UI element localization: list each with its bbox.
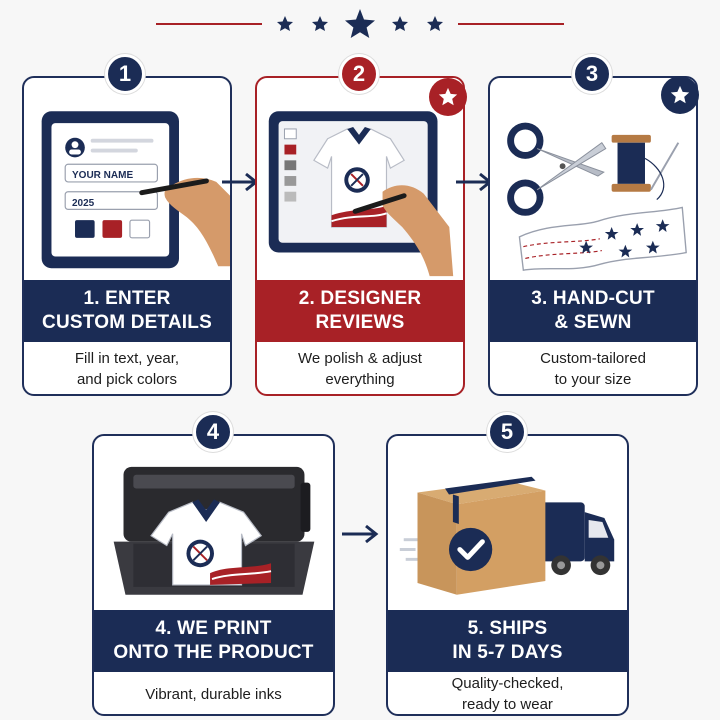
step-number-badge: 3 [572,54,612,94]
step-description-line: Fill in text, year, [74,350,180,367]
step-title: 2. DESIGNER REVIEWS [257,280,463,342]
star-icon [277,16,293,31]
box-truck-check-icon [399,476,615,595]
star-icon [661,76,699,114]
step-title-line: 1. ENTER [83,288,171,309]
step-description-line: and pick colors [76,371,178,388]
step-description: Quality-checked, ready to wear [388,672,627,714]
star-icon [392,16,408,31]
step-title: 5. SHIPS IN 5-7 DAYS [388,610,627,672]
star-icon [312,16,328,31]
step-card-4: 4. WE PRINT ONTO THE PRODUCT Vibrant, du… [92,434,335,716]
form-field-name: YOUR NAME [72,170,134,181]
scissors-thread-fabric-icon [507,122,687,272]
step-title-line: CUSTOM DETAILS [42,312,212,333]
step-title-line: REVIEWS [315,312,405,333]
star-icon [429,78,467,116]
step-number-badge: 2 [339,54,379,94]
step-description: Fill in text, year, and pick colors [24,342,230,394]
step-description-line: Quality-checked, [451,675,564,692]
tablet-form-icon [41,111,230,269]
step-description: Vibrant, durable inks [94,672,333,714]
step-card-5: 5. SHIPS IN 5-7 DAYS Quality-checked, re… [386,434,629,716]
step-title-line: 2. DESIGNER [298,288,422,309]
step-description-line: Custom-tailored [540,350,646,367]
printer-polo-icon [113,466,315,595]
step-description: Custom-tailored to your size [490,342,696,394]
star-icon [427,16,443,31]
form-field-year: 2025 [72,198,95,209]
step-card-1: YOUR NAME 2025 1. ENTER CUSTOM DETAILS F… [22,76,232,396]
step-number-badge: 5 [487,412,527,452]
step-card-2: 2. DESIGNER REVIEWS We polish & adjust e… [255,76,465,396]
step-title-line: 4. WE PRINT [155,618,272,639]
step-title: 1. ENTER CUSTOM DETAILS [24,280,230,342]
step-description: We polish & adjust everything [257,342,463,394]
step-description-line: to your size [554,371,632,388]
step-number-badge: 4 [193,412,233,452]
step-description-line: We polish & adjust [298,350,422,367]
step-title: 3. HAND-CUT & SEWN [490,280,696,342]
star-icon [345,9,375,38]
header-stars-decoration [156,9,564,38]
step-card-3: 3. HAND-CUT & SEWN Custom-tailored to yo… [488,76,698,396]
step-description-line: ready to wear [462,696,553,713]
step-title-line: & SEWN [554,312,632,333]
step-description-line: Vibrant, durable inks [145,685,282,703]
step-title-line: 3. HAND-CUT [531,288,655,309]
step-title: 4. WE PRINT ONTO THE PRODUCT [94,610,333,672]
step-number-badge: 1 [105,54,145,94]
step-title-line: IN 5-7 DAYS [452,642,563,663]
tablet-polo-design-icon [268,111,454,277]
arrow-right-icon [342,524,379,544]
step-title-line: ONTO THE PRODUCT [113,642,314,663]
step-description-line: everything [325,371,395,388]
step-title-line: 5. SHIPS [467,618,548,639]
